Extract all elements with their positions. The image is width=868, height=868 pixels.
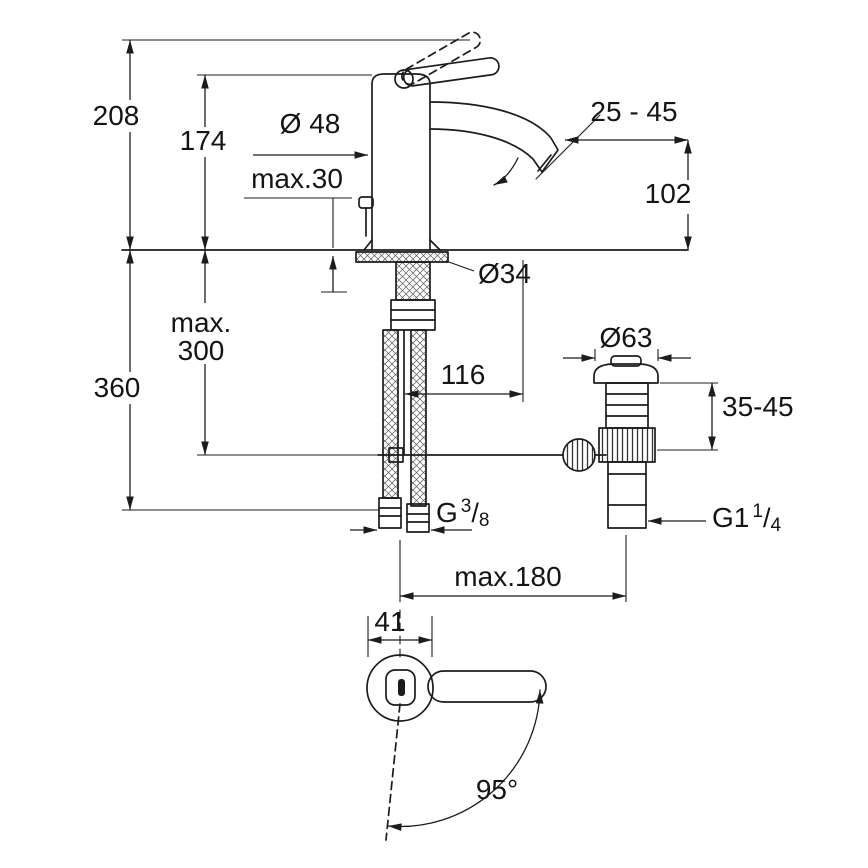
label-deck-thickness: max.30	[251, 163, 343, 194]
hose-fitting-left	[378, 497, 402, 529]
dim-body-height-174	[197, 74, 372, 250]
mounting-nut	[390, 299, 436, 331]
dim-spout-reach-116	[405, 260, 524, 402]
dim-flange-diameter-63	[563, 349, 691, 362]
aerator-leader	[535, 114, 601, 180]
threaded-shank	[395, 261, 431, 301]
swing-position-line	[385, 703, 401, 841]
waste-flange	[593, 363, 659, 384]
lever-handle-raised	[401, 31, 482, 86]
faucet-base-flare	[363, 239, 441, 251]
faucet-top-view	[366, 609, 547, 841]
dim-overall-height-208	[122, 39, 470, 250]
dim-center-distance-max180	[399, 535, 627, 602]
label-spout-height: 102	[645, 178, 692, 209]
label-hole-diameter: Ø34	[478, 258, 531, 289]
waste-body-lower	[607, 461, 647, 529]
faucet-under-deck	[355, 251, 564, 533]
rod-joint	[388, 447, 404, 463]
waste-plug	[610, 355, 642, 367]
dim-handle-width-41	[367, 616, 433, 657]
base-washer	[355, 251, 449, 263]
supply-hose-left	[382, 329, 399, 499]
dim-hole-diameter-34	[445, 260, 475, 272]
pop-up-waste	[562, 355, 659, 529]
faucet-side-view	[358, 31, 601, 251]
label-swing-angle: 95°	[476, 774, 518, 805]
faucet-body	[371, 73, 431, 251]
pullrod-knob	[358, 196, 374, 209]
supply-hose-right	[410, 329, 427, 507]
label-center-distance: max.180	[454, 561, 561, 592]
dim-deck-thickness-max30	[244, 197, 352, 293]
label-body-diameter: Ø 48	[280, 108, 341, 139]
lever-pivot	[394, 69, 414, 89]
lever-handle	[402, 56, 500, 87]
aerator-face	[537, 154, 552, 172]
label-body-height: 174	[180, 125, 227, 156]
waste-locknut	[598, 427, 656, 463]
rod-clamp-knob	[562, 438, 596, 472]
label-hose-length-2: 300	[178, 335, 225, 366]
label-spout-reach: 116	[441, 359, 486, 390]
hose-fitting-right	[406, 503, 430, 533]
swing-arc	[387, 689, 544, 831]
label-clamp-range: 35-45	[722, 391, 794, 422]
label-under-depth: 360	[94, 372, 141, 403]
dim-clamp-range-35-45	[657, 382, 718, 451]
label-flange-diameter: Ø63	[600, 322, 653, 353]
label-hose-length-1: max.	[171, 307, 232, 338]
lever-top	[427, 670, 547, 703]
label-handle-width: 41	[374, 606, 405, 637]
label-aerator-range: 25 - 45	[590, 96, 677, 127]
dim-hose-length-max300	[197, 250, 378, 456]
pivot-slot	[398, 679, 405, 696]
flow-arrow	[493, 157, 519, 186]
spout	[429, 101, 559, 173]
dim-under-depth-360	[122, 250, 379, 511]
label-overall-height: 208	[93, 100, 140, 131]
